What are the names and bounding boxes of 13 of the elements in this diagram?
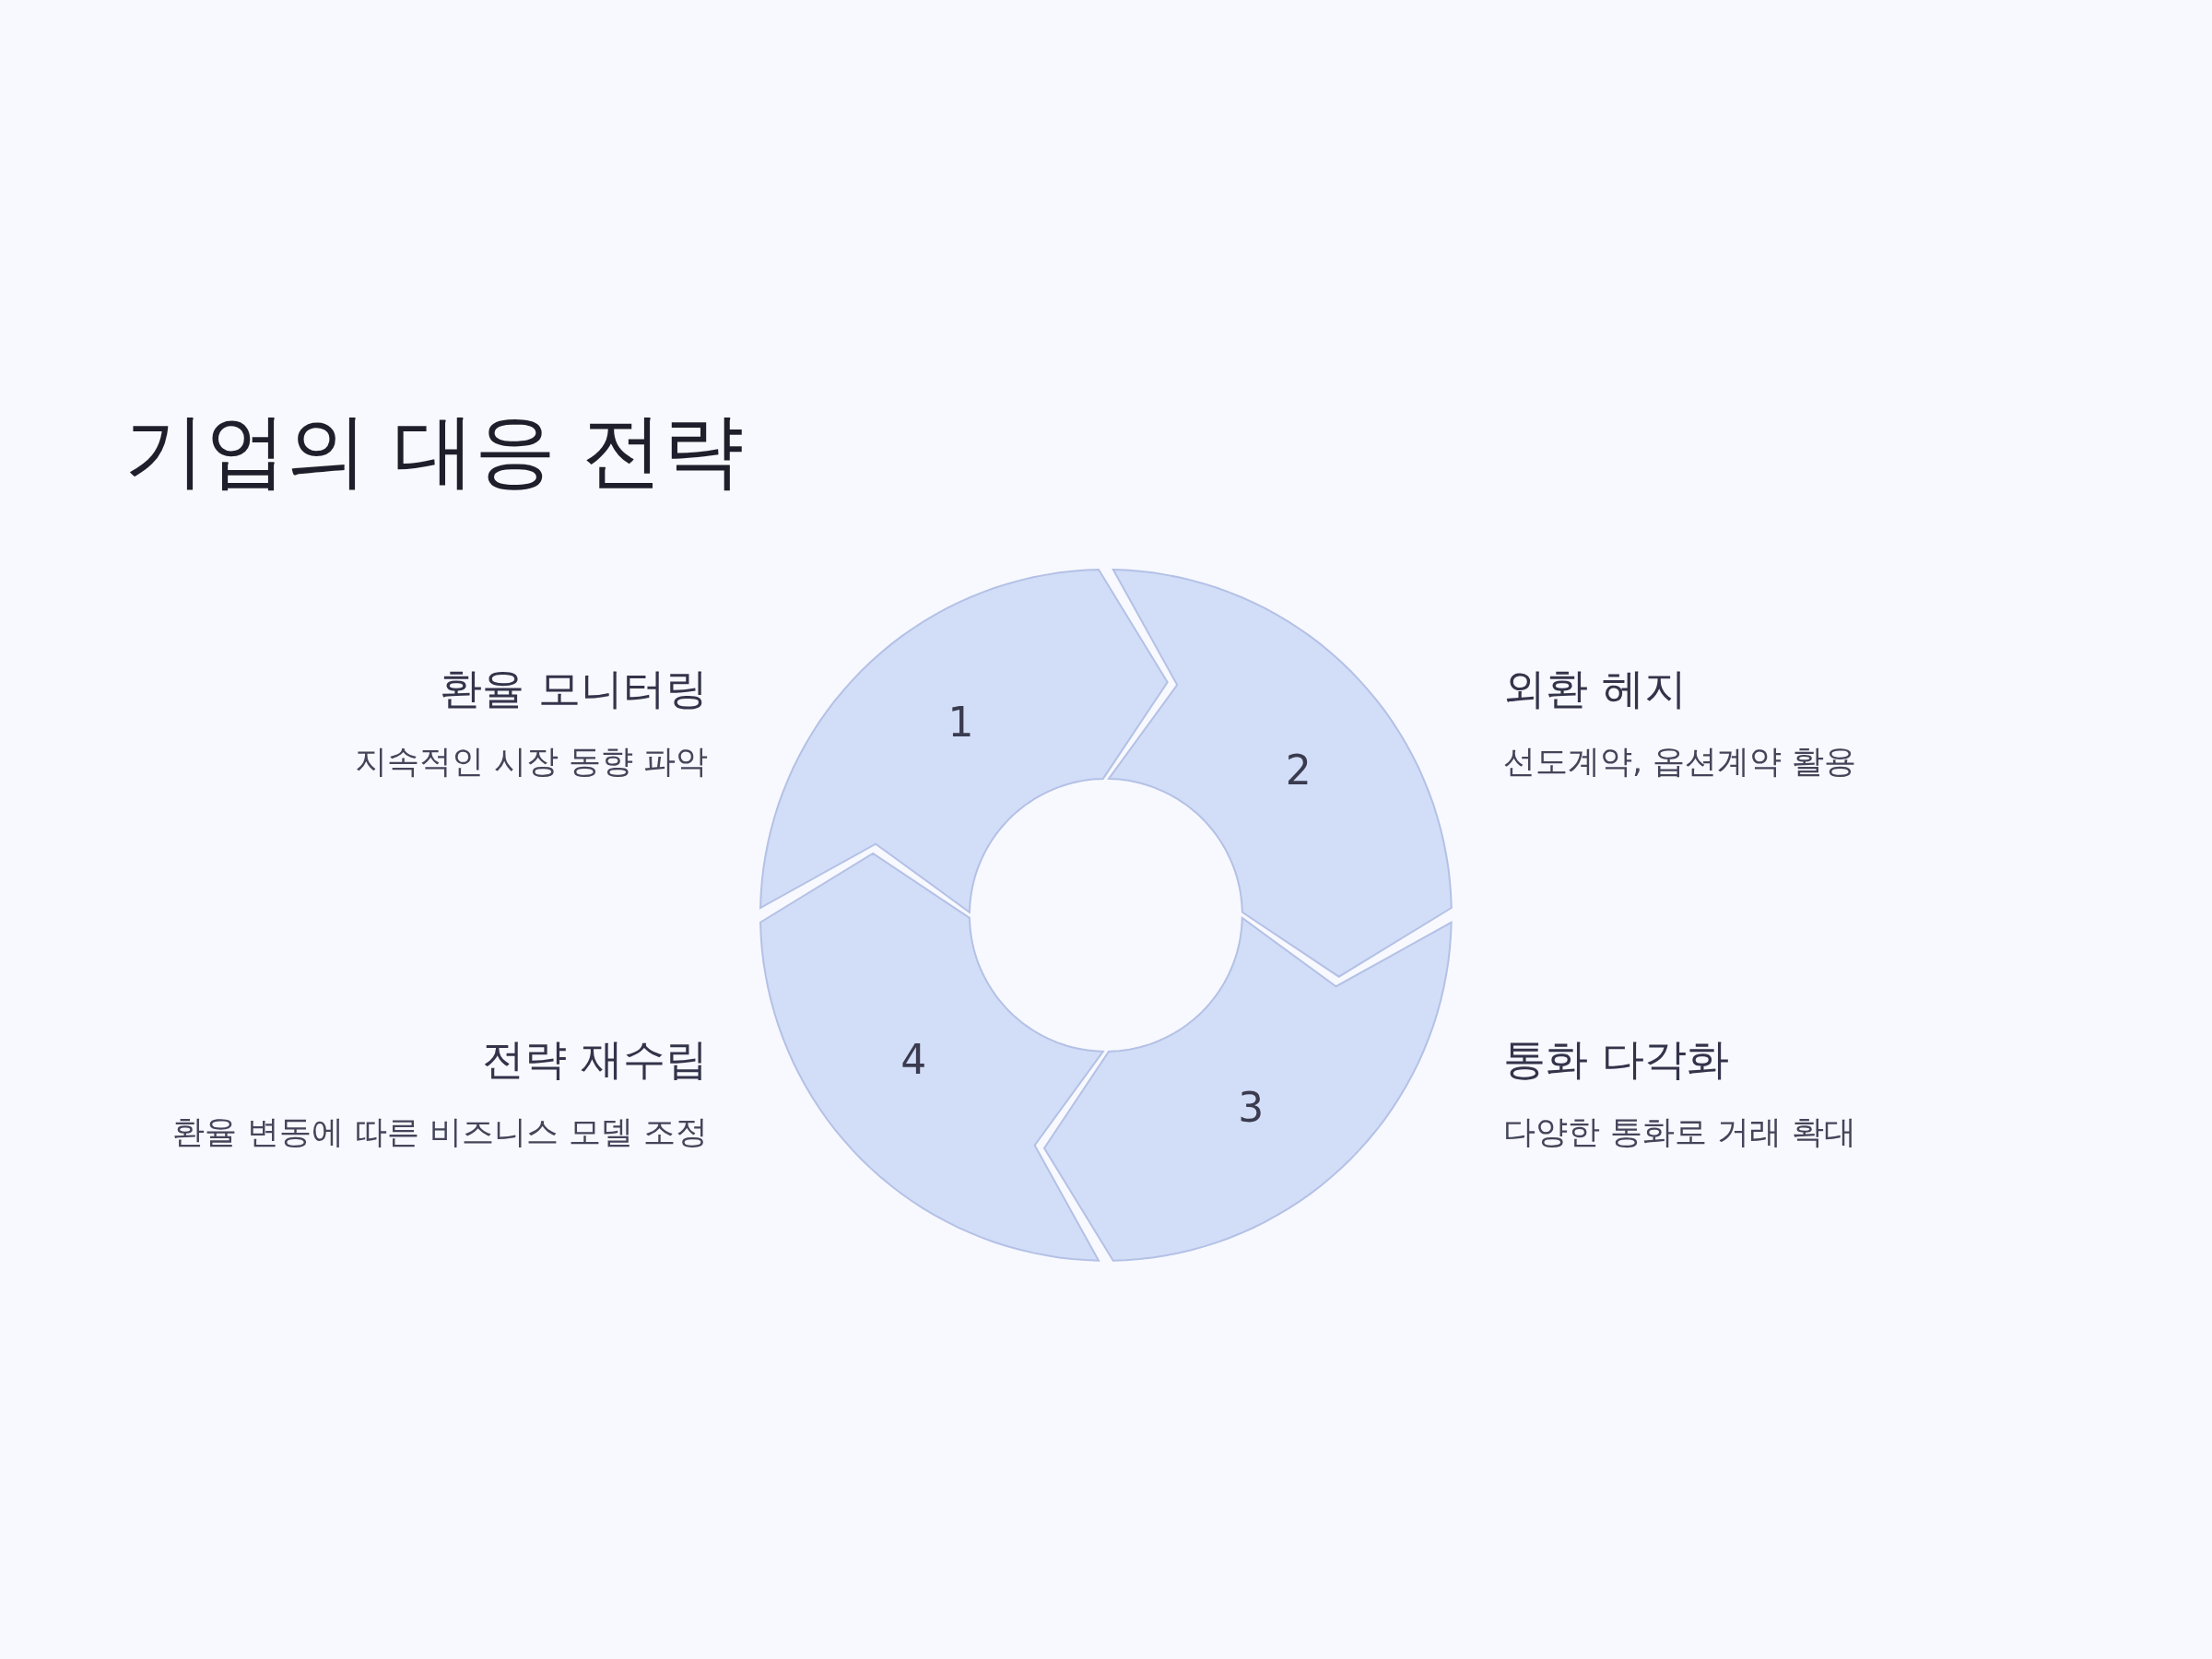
step-description: 선도계약, 옵션계약 활용 bbox=[1503, 742, 1857, 781]
step-number: 3 bbox=[1238, 1087, 1265, 1128]
step-title: 통화 다각화 bbox=[1503, 1034, 1729, 1086]
step-description: 다양한 통화로 거래 확대 bbox=[1503, 1112, 1857, 1151]
step-title: 외환 헤지 bbox=[1503, 664, 1687, 715]
title: 기업의 대응 전략 bbox=[124, 402, 744, 500]
step-title: 전략 재수립 bbox=[482, 1034, 708, 1086]
step-description: 환율 변동에 따른 비즈니스 모델 조정 bbox=[172, 1112, 708, 1151]
step-number: 1 bbox=[947, 702, 974, 744]
step-title: 환율 모니터링 bbox=[440, 664, 708, 715]
step-description: 지속적인 시장 동향 파악 bbox=[354, 742, 708, 781]
step-number: 2 bbox=[1285, 749, 1312, 791]
step-number: 4 bbox=[900, 1040, 927, 1081]
